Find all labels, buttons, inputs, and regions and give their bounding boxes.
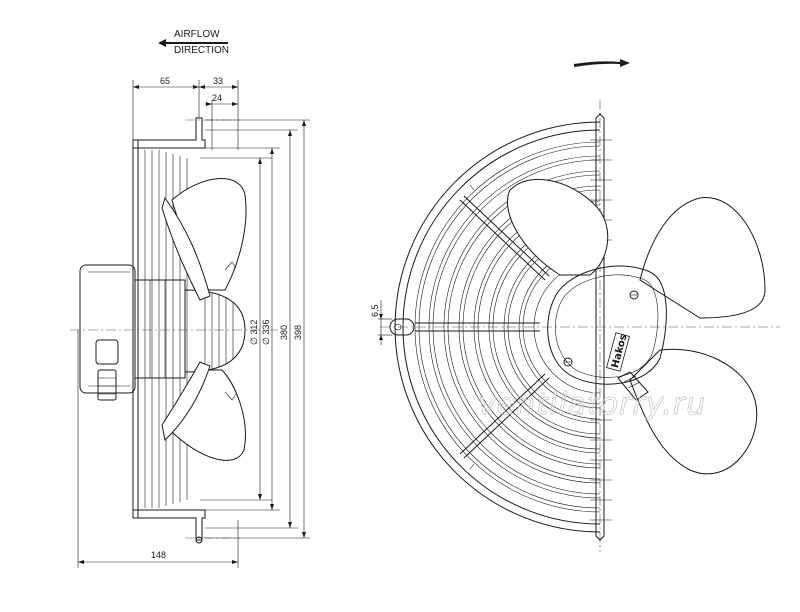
- blades-front: [506, 178, 766, 475]
- dimension-24: 24: [212, 93, 222, 103]
- dimension-336: ∅ 336: [261, 320, 271, 345]
- blade-top-left: [506, 178, 609, 276]
- guard-side-profile: [132, 117, 240, 544]
- dimension-65: 65: [160, 76, 170, 86]
- diameter-dimensions: ∅ 312 ∅ 336 380 398: [200, 119, 310, 539]
- dimension-398: 398: [293, 325, 303, 340]
- airflow-direction-label: AIRFLOW DIRECTION: [158, 29, 229, 56]
- guard-rings: [394, 121, 601, 533]
- motor-front: Hakos: [547, 265, 667, 401]
- dimension-33: 33: [213, 76, 223, 86]
- airflow-label-line1: AIRFLOW: [174, 29, 220, 40]
- dimension-6-5: 6,5: [370, 304, 380, 317]
- hub-side: [184, 289, 246, 373]
- top-dimensions: 65 33 24: [132, 76, 239, 150]
- arrow-left-icon: [158, 39, 228, 47]
- side-view: AIRFLOW DIRECTION 65 33 24 148: [70, 29, 310, 568]
- front-view: 6,5: [370, 59, 780, 552]
- arrow-right-icon: [574, 59, 630, 67]
- guard-struts: [415, 184, 550, 470]
- blade-bottom: [629, 348, 758, 475]
- mounting-tab: 6,5: [370, 300, 415, 345]
- dimension-148: 148: [151, 550, 166, 560]
- dimension-380: 380: [279, 325, 289, 340]
- watermark: ventilatorry.ru: [478, 387, 706, 422]
- airflow-label-line2: DIRECTION: [174, 45, 229, 56]
- blade-top-right: [639, 197, 766, 319]
- bottom-dimension: 148: [77, 330, 239, 568]
- blades-side: [161, 178, 247, 461]
- dimension-312: ∅ 312: [249, 320, 259, 345]
